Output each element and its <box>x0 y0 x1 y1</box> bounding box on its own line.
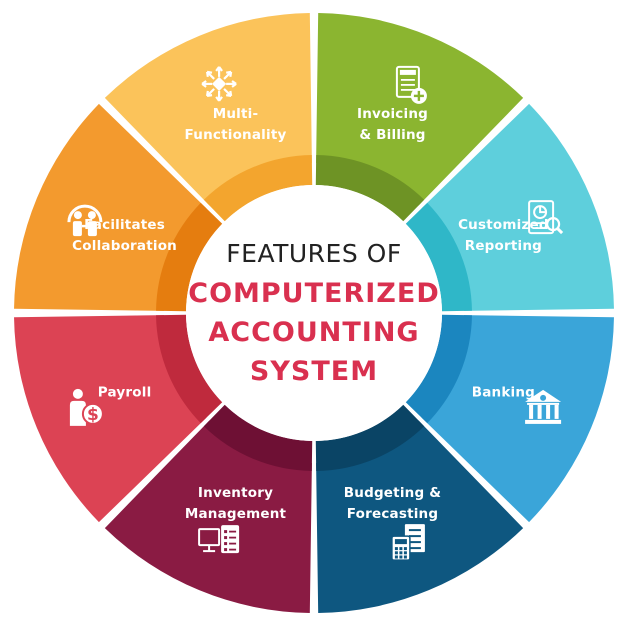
segment-label-multi: Functionality <box>185 127 287 143</box>
segment-inventory <box>104 420 312 613</box>
segment-label-inventory: Management <box>185 506 287 522</box>
segment-label-invoicing: Invoicing <box>357 106 428 122</box>
center-title-line4: SYSTEM <box>250 356 378 387</box>
segment-label-collaboration: Collaboration <box>72 238 177 254</box>
report-icon <box>528 200 564 235</box>
person-dollar-icon: $ <box>69 388 104 426</box>
segment-budgeting <box>316 420 524 613</box>
segment-multi <box>104 13 312 206</box>
segment-label-multi: Multi- <box>213 106 259 122</box>
segment-inner-band-banking <box>405 314 472 424</box>
segment-collaboration <box>14 103 207 311</box>
segment-inner-band-reporting <box>405 202 472 312</box>
arrows-icon <box>201 66 237 102</box>
segment-payroll <box>14 315 207 523</box>
segment-label-budgeting: Forecasting <box>347 506 438 522</box>
segment-label-banking: Banking <box>472 385 535 401</box>
segment-inner-band-invoicing <box>315 155 425 222</box>
bank-icon <box>525 389 562 424</box>
center-circle <box>186 185 442 441</box>
segment-invoicing <box>316 13 524 206</box>
segment-inner-band-budgeting <box>315 404 425 471</box>
segment-label-payroll: Payroll <box>98 385 152 401</box>
segment-inner-band-collaboration <box>156 202 223 312</box>
center-title-line2: COMPUTERIZED <box>188 278 439 309</box>
segment-label-reporting: Reporting <box>465 238 542 254</box>
svg-text:$: $ <box>87 405 99 425</box>
segment-label-budgeting: Budgeting & <box>344 485 441 501</box>
segment-label-reporting: Customized <box>458 217 549 233</box>
segment-label-inventory: Inventory <box>198 485 273 501</box>
collaboration-icon <box>67 204 103 237</box>
invoice-icon <box>395 65 427 104</box>
center-title-line1: FEATURES OF <box>226 239 401 268</box>
segment-label-invoicing: & Billing <box>359 127 425 143</box>
center-title-line3: ACCOUNTING <box>208 317 419 348</box>
checklist-monitor-icon <box>198 525 240 554</box>
calculator-icon <box>391 524 425 561</box>
segment-banking <box>421 315 614 523</box>
segment-label-collaboration: Facilitates <box>84 217 165 233</box>
segment-inner-band-payroll <box>156 314 223 424</box>
segment-inner-band-inventory <box>203 404 313 471</box>
segment-reporting <box>421 103 614 311</box>
segment-inner-band-multi <box>203 155 313 222</box>
center-title: FEATURES OF COMPUTERIZED ACCOUNTING SYST… <box>188 239 439 387</box>
